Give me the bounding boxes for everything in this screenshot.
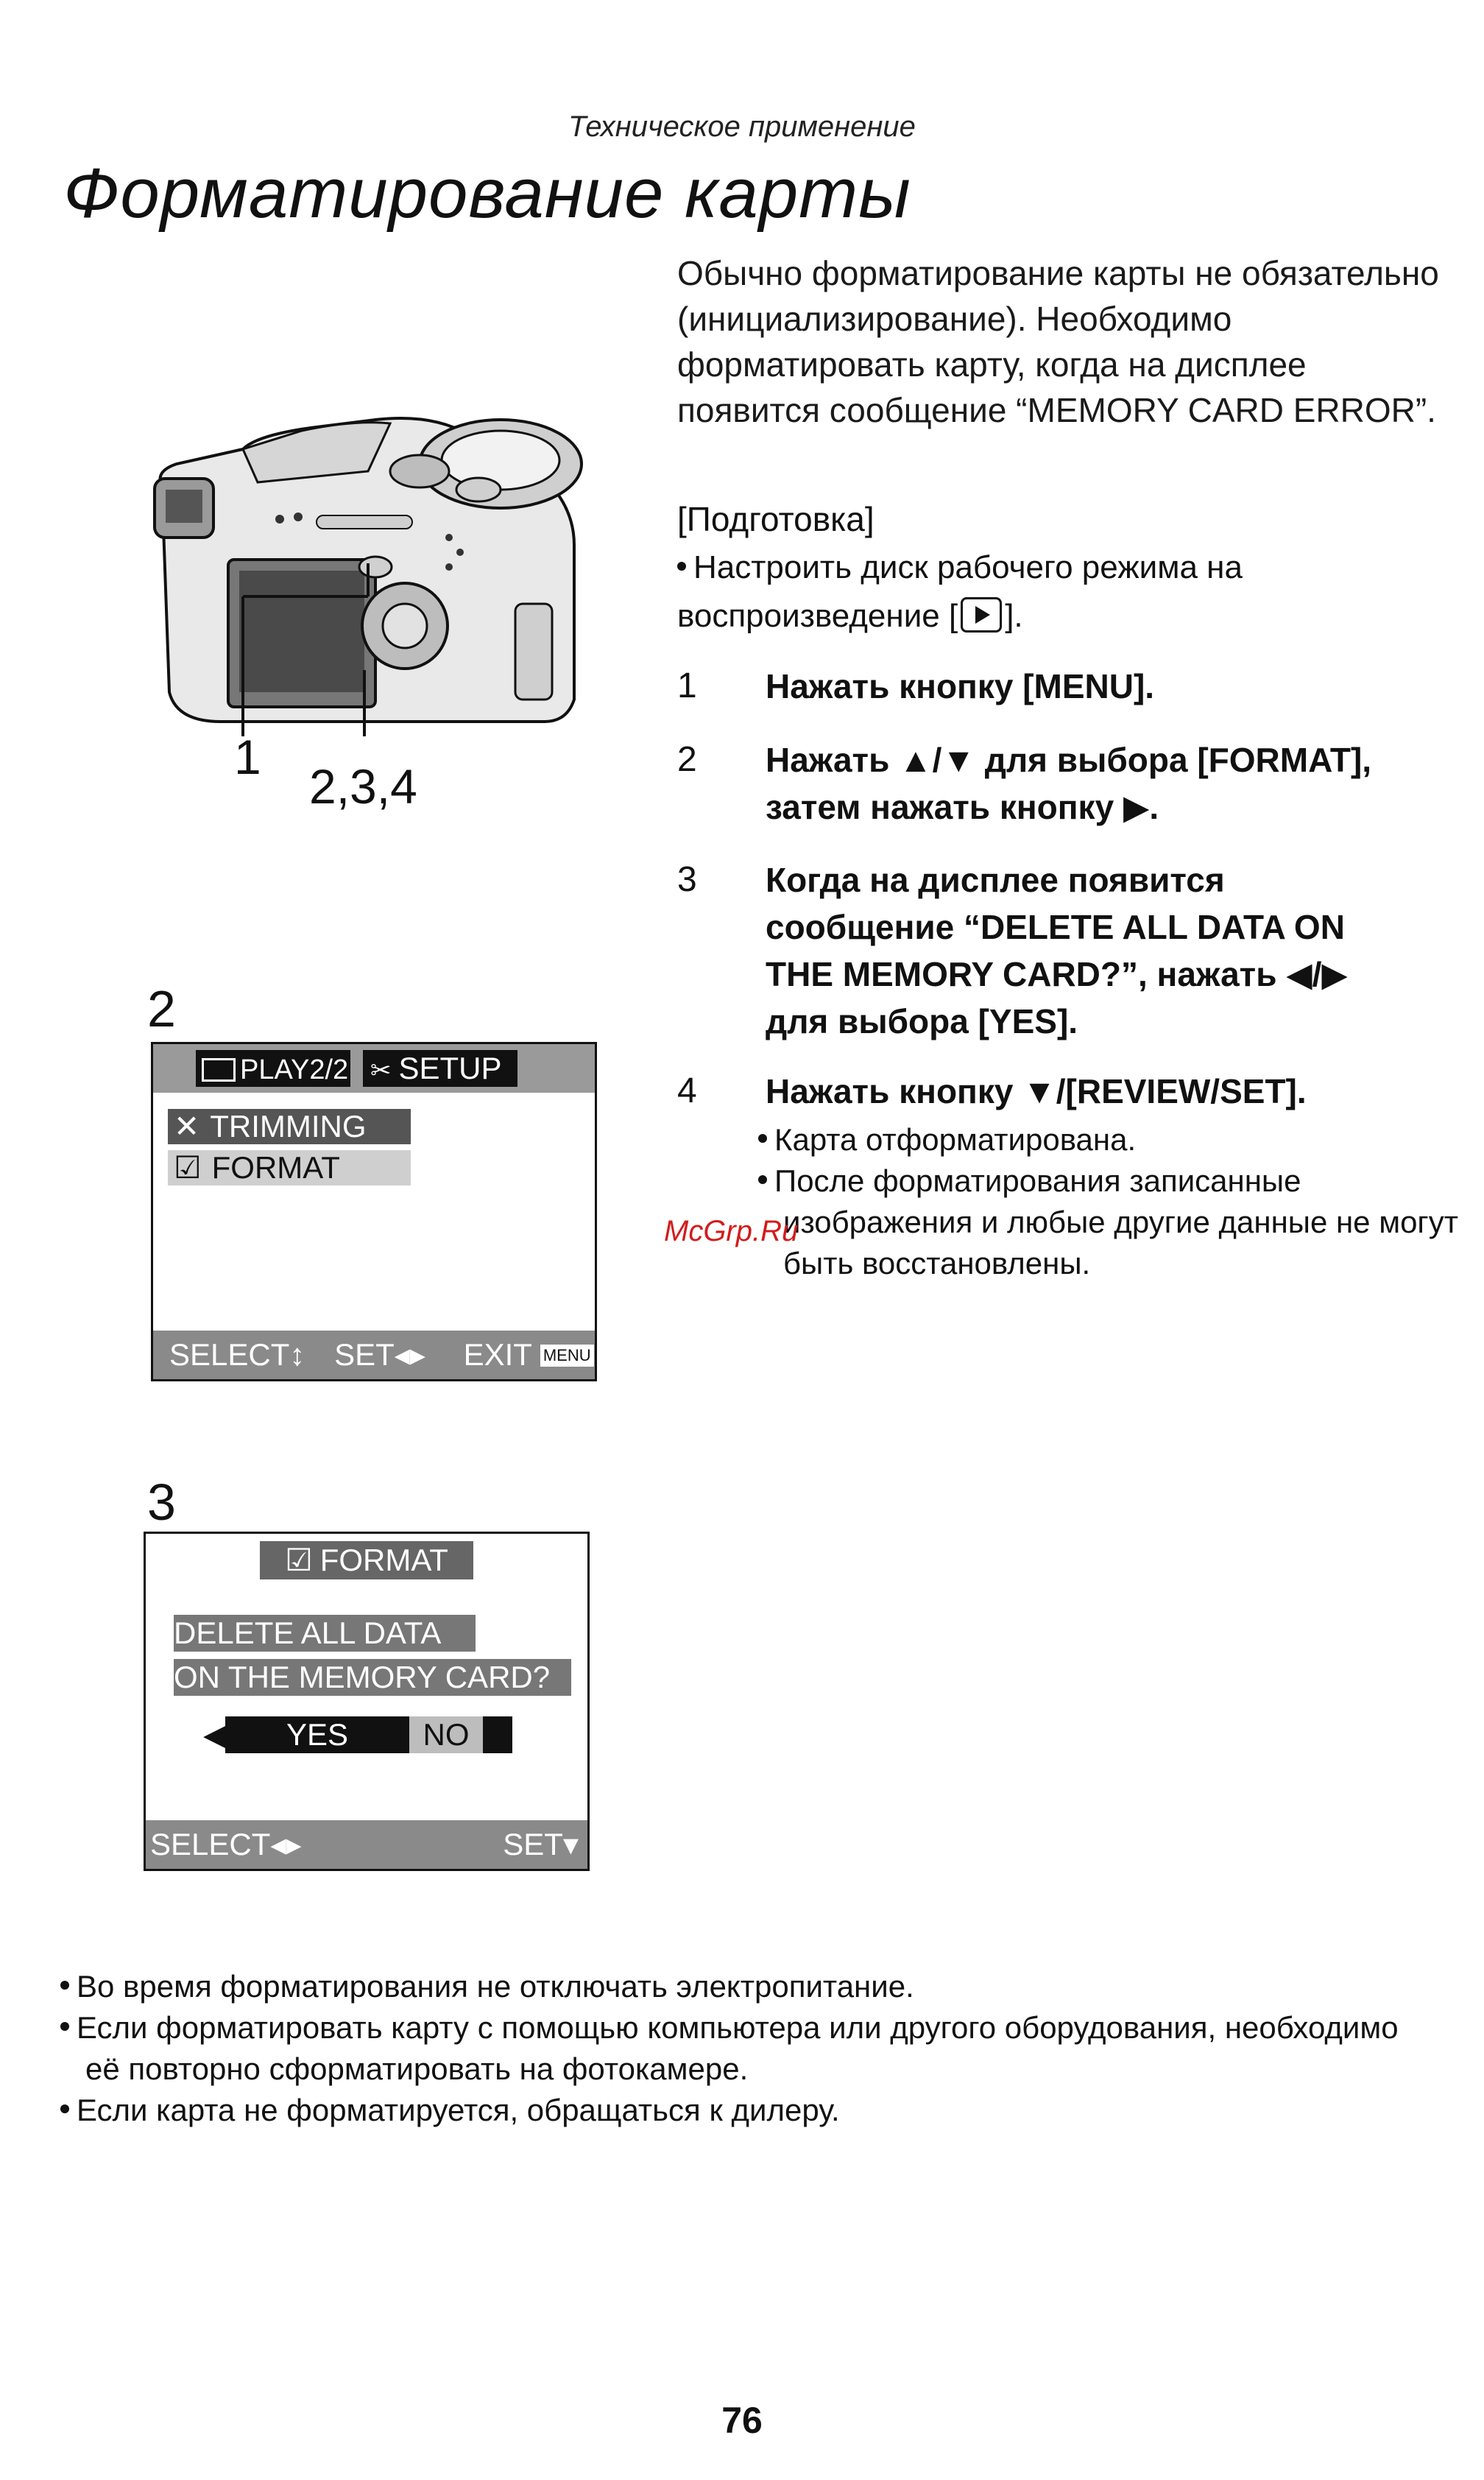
- menu-button-icon: MENU: [540, 1345, 594, 1367]
- camera-illustration: [153, 417, 583, 736]
- wrench-icon: ✂: [370, 1057, 392, 1085]
- bullet-icon: [677, 562, 686, 571]
- intro-paragraph: Обычно форматирование карты не обязатель…: [677, 254, 1439, 429]
- format-card-icon: ☑: [285, 1543, 313, 1577]
- tab-play: PLAY2/2: [196, 1050, 350, 1087]
- left-right-icon: ◂▸: [270, 1827, 302, 1861]
- page-number: 76: [721, 2400, 763, 2441]
- step-2: 2 Нажать ▲/▼ для выбора [FORMAT], затем …: [677, 736, 1413, 831]
- down-arrow-icon: ▾: [562, 1827, 579, 1861]
- lcd-footer: SELECT↕ SET◂▸ EXIT MENU: [153, 1331, 595, 1379]
- option-no: NO: [409, 1716, 483, 1753]
- step-text: Нажать кнопку [MENU].: [766, 667, 1155, 705]
- left-arrow-icon: ◀: [203, 1717, 227, 1752]
- page-title: Форматирование карты: [63, 154, 911, 233]
- bullet-icon: [758, 1175, 767, 1184]
- step-4: 4 Нажать кнопку ▼/[REVIEW/SET].: [677, 1068, 1413, 1115]
- bullet-icon: [60, 2022, 69, 2031]
- bullet-icon: [758, 1134, 767, 1143]
- option-end-marker: [483, 1716, 512, 1753]
- note-item: Если форматировать карту с помощью компь…: [60, 2007, 1430, 2090]
- menu-item-trimming: ✕TRIMMING: [168, 1109, 411, 1144]
- step-number: 3: [677, 860, 697, 899]
- step4-bullet: Карта отформатирована.: [758, 1119, 1435, 1160]
- callout-1: 1: [234, 730, 261, 784]
- tab-setup: ✂SETUP: [363, 1050, 517, 1087]
- up-down-icon: ↕: [289, 1337, 305, 1372]
- step-text: Нажать кнопку ▼/[REVIEW/SET].: [766, 1072, 1307, 1110]
- preparation-text-end: ].: [1005, 598, 1023, 634]
- step-number: 1: [677, 666, 697, 705]
- preparation-item: Настроить диск рабочего режима на воспро…: [677, 543, 1450, 641]
- bullet-icon: [60, 2104, 69, 2113]
- scissors-icon: ✕: [174, 1109, 200, 1144]
- step4-bullet: После форматирования записанные изображе…: [758, 1160, 1460, 1284]
- note-item: Если карта не форматируется, обращаться …: [60, 2090, 1430, 2131]
- preparation-heading: [Подготовка]: [677, 500, 875, 538]
- confirm-line-1: DELETE ALL DATA: [174, 1615, 476, 1652]
- note-item: Во время форматирования не отключать эле…: [60, 1966, 1430, 2007]
- running-header: Техническое применение: [568, 110, 916, 143]
- step-text: Когда на дисплее появится сообщение “DEL…: [766, 861, 1348, 1040]
- callout-2-3-4: 2,3,4: [309, 759, 417, 814]
- confirm-line-2: ON THE MEMORY CARD?: [174, 1659, 571, 1696]
- step-text: Нажать ▲/▼ для выбора [FORMAT], затем на…: [766, 741, 1372, 826]
- step-number: 2: [677, 740, 697, 779]
- notes-list: Во время форматирования не отключать эле…: [60, 1966, 1430, 2131]
- lcd-screen-format-confirm: ☑FORMAT DELETE ALL DATA ON THE MEMORY CA…: [144, 1532, 590, 1871]
- bullet-icon: [60, 1981, 69, 1990]
- step-3: 3 Когда на дисплее появится сообщение “D…: [677, 856, 1413, 1045]
- step-number: 4: [677, 1071, 697, 1110]
- step-1: 1 Нажать кнопку [MENU].: [677, 663, 1413, 710]
- lcd-footer: SELECT◂▸ SET▾: [146, 1820, 587, 1869]
- left-right-icon: ◂▸: [394, 1337, 425, 1372]
- format-card-icon: ☑: [174, 1150, 202, 1185]
- figure-3-label: 3: [147, 1473, 176, 1531]
- format-title: ☑FORMAT: [260, 1541, 473, 1579]
- play-icon: [202, 1058, 236, 1082]
- watermark: McGrp.Ru: [664, 1215, 799, 1247]
- option-yes: YES: [225, 1716, 409, 1753]
- lcd-screen-setup-menu: PLAY2/2 ✂SETUP ✕TRIMMING ☑FORMAT SELECT↕…: [151, 1042, 597, 1381]
- figure-2-label: 2: [147, 980, 176, 1038]
- play-icon: [961, 597, 1003, 633]
- preparation-text: Настроить диск рабочего режима на воспро…: [677, 549, 1243, 634]
- menu-item-format: ☑FORMAT: [168, 1150, 411, 1186]
